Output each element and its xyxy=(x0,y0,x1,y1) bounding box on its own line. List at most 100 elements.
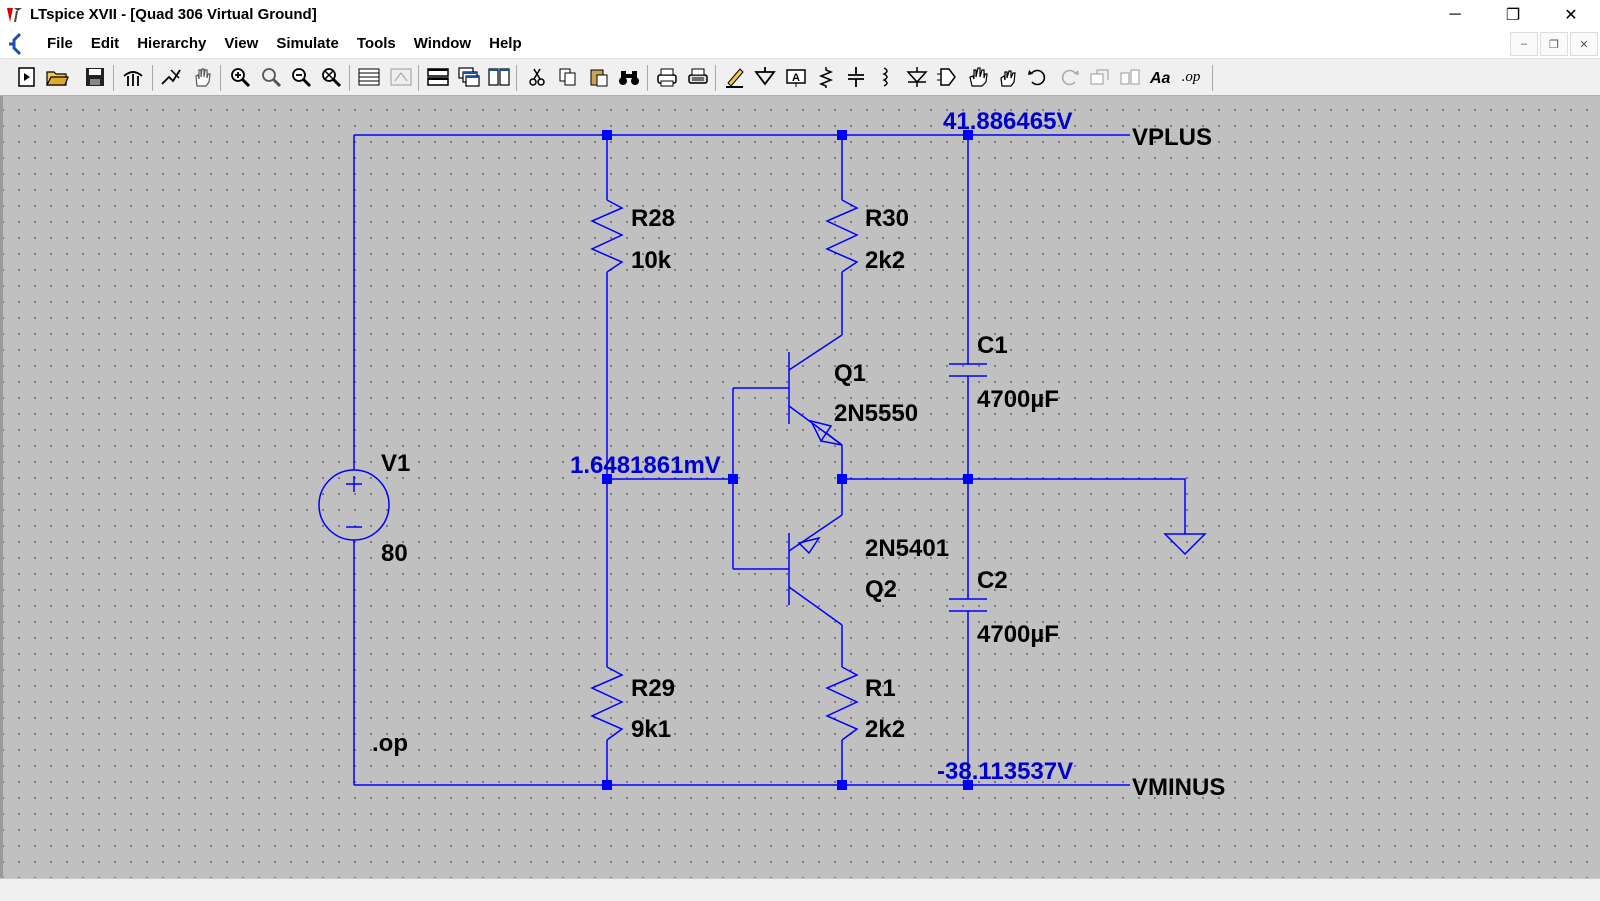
wire-output-node[interactable] xyxy=(842,478,1186,534)
resistor-r30[interactable] xyxy=(825,199,859,273)
control-panel-icon[interactable] xyxy=(120,65,146,89)
q2-name[interactable]: Q2 xyxy=(865,576,897,603)
redo-icon[interactable] xyxy=(1056,65,1082,89)
c2-name[interactable]: C2 xyxy=(977,567,1008,594)
junction-dot xyxy=(602,780,612,790)
transistor-q2[interactable] xyxy=(788,514,843,626)
node-voltage-vminus: -38.113537V xyxy=(937,758,1073,785)
r28-name[interactable]: R28 xyxy=(631,205,675,232)
text-icon[interactable]: Aa xyxy=(1147,65,1173,89)
spice-directive-icon[interactable]: .op xyxy=(1178,65,1204,89)
r29-value[interactable]: 9k1 xyxy=(631,716,671,743)
junction-dot xyxy=(728,474,738,484)
wire-base-tie[interactable] xyxy=(732,387,789,570)
new-schematic-icon[interactable] xyxy=(14,65,40,89)
r30-value[interactable]: 2k2 xyxy=(865,247,905,274)
find-binoculars-icon[interactable] xyxy=(616,65,642,89)
tile-horizontal-icon[interactable] xyxy=(425,65,451,89)
move-hand-icon[interactable] xyxy=(965,65,991,89)
close-button[interactable]: ✕ xyxy=(1564,6,1578,24)
r28-value[interactable]: 10k xyxy=(631,247,672,274)
node-voltage-mid: 1.6481861mV xyxy=(570,452,721,479)
transistor-q1[interactable] xyxy=(788,334,843,446)
menu-edit[interactable]: Edit xyxy=(90,35,120,52)
menu-simulate[interactable]: Simulate xyxy=(276,35,339,52)
svg-text:A: A xyxy=(792,72,800,84)
restore-button[interactable]: ❐ xyxy=(1505,6,1521,24)
ground-symbol[interactable] xyxy=(1163,533,1207,556)
v1-name[interactable]: V1 xyxy=(381,450,410,477)
diode-icon[interactable] xyxy=(904,65,930,89)
junction-dot xyxy=(963,780,973,790)
svg-text:Aa: Aa xyxy=(1149,70,1171,87)
title-bar: LTspice XVII - [Quad 306 Virtual Ground]… xyxy=(0,0,1600,29)
waveform-close-icon[interactable] xyxy=(388,65,414,89)
toolbar: A Aa .op xyxy=(0,59,1600,96)
menu-window[interactable]: Window xyxy=(413,35,472,52)
ground-icon[interactable] xyxy=(752,65,778,89)
halt-hand-icon[interactable] xyxy=(189,65,215,89)
rotate-icon[interactable] xyxy=(1087,65,1113,89)
label-net-icon[interactable]: A xyxy=(783,65,809,89)
resistor-r1[interactable] xyxy=(825,666,859,741)
resistor-icon[interactable] xyxy=(813,65,839,89)
q2-value[interactable]: 2N5401 xyxy=(865,535,949,562)
r29-name[interactable]: R29 xyxy=(631,675,675,702)
r1-name[interactable]: R1 xyxy=(865,675,896,702)
c2-value[interactable]: 4700µF xyxy=(977,621,1059,648)
waveform-icon[interactable] xyxy=(356,65,382,89)
menu-help[interactable]: Help xyxy=(489,35,522,52)
paste-icon[interactable] xyxy=(586,65,612,89)
print-setup-icon[interactable] xyxy=(654,65,680,89)
spice-directive-op[interactable]: .op xyxy=(372,730,408,757)
capacitor-c2[interactable] xyxy=(949,598,987,612)
node-voltage-vplus: 41.886465V xyxy=(943,108,1072,135)
zoom-fit-icon[interactable] xyxy=(318,65,344,89)
run-icon[interactable] xyxy=(158,65,184,89)
menu-file[interactable]: File xyxy=(47,35,73,52)
menu-tools[interactable]: Tools xyxy=(356,35,396,52)
mdi-restore-button[interactable]: ❐ xyxy=(1540,32,1568,56)
draw-wire-pencil-icon[interactable] xyxy=(722,65,748,89)
tile-vertical-icon[interactable] xyxy=(486,65,512,89)
junction-dot xyxy=(602,130,612,140)
capacitor-c1[interactable] xyxy=(949,363,987,377)
drag-hand-icon[interactable] xyxy=(995,65,1021,89)
mdi-close-button[interactable]: ✕ xyxy=(1570,32,1598,56)
q1-value[interactable]: 2N5550 xyxy=(834,400,918,427)
undo-icon[interactable] xyxy=(1025,65,1051,89)
inductor-icon[interactable] xyxy=(873,65,899,89)
save-icon[interactable] xyxy=(82,65,108,89)
r30-name[interactable]: R30 xyxy=(865,205,909,232)
net-label-vminus[interactable]: VMINUS xyxy=(1132,774,1225,801)
resistor-r28[interactable] xyxy=(590,199,624,273)
q1-name[interactable]: Q1 xyxy=(834,360,866,387)
cascade-icon[interactable] xyxy=(456,65,482,89)
zoom-out-icon[interactable] xyxy=(288,65,314,89)
zoom-area-icon[interactable] xyxy=(258,65,284,89)
v1-value[interactable]: 80 xyxy=(381,540,408,567)
r1-value[interactable]: 2k2 xyxy=(865,716,905,743)
component-icon[interactable] xyxy=(934,65,960,89)
voltage-source-v1[interactable] xyxy=(318,469,390,541)
mirror-icon[interactable] xyxy=(1117,65,1143,89)
cut-scissors-icon[interactable] xyxy=(524,65,550,89)
schematic-doc-icon[interactable] xyxy=(6,32,28,56)
open-folder-icon[interactable] xyxy=(44,65,70,89)
copy-icon[interactable] xyxy=(555,65,581,89)
menu-hierarchy[interactable]: Hierarchy xyxy=(137,35,207,52)
schematic-canvas[interactable]: VPLUS VMINUS R28 10k R30 2k2 R29 9k1 R1 … xyxy=(0,96,1600,878)
menu-view[interactable]: View xyxy=(224,35,259,52)
resistor-r29[interactable] xyxy=(590,666,624,741)
net-label-vplus[interactable]: VPLUS xyxy=(1132,124,1212,151)
c1-name[interactable]: C1 xyxy=(977,332,1008,359)
mdi-minimize-button[interactable]: – xyxy=(1510,32,1538,56)
capacitor-icon[interactable] xyxy=(843,65,869,89)
print-icon[interactable] xyxy=(685,65,711,89)
zoom-in-icon[interactable] xyxy=(227,65,253,89)
ltspice-app-icon xyxy=(7,7,22,22)
window-title: LTspice XVII - [Quad 306 Virtual Ground] xyxy=(30,6,317,23)
minimize-button[interactable]: ─ xyxy=(1449,5,1461,23)
c1-value[interactable]: 4700µF xyxy=(977,386,1059,413)
schematic-drawing[interactable]: VPLUS VMINUS R28 10k R30 2k2 R29 9k1 R1 … xyxy=(3,96,1600,878)
